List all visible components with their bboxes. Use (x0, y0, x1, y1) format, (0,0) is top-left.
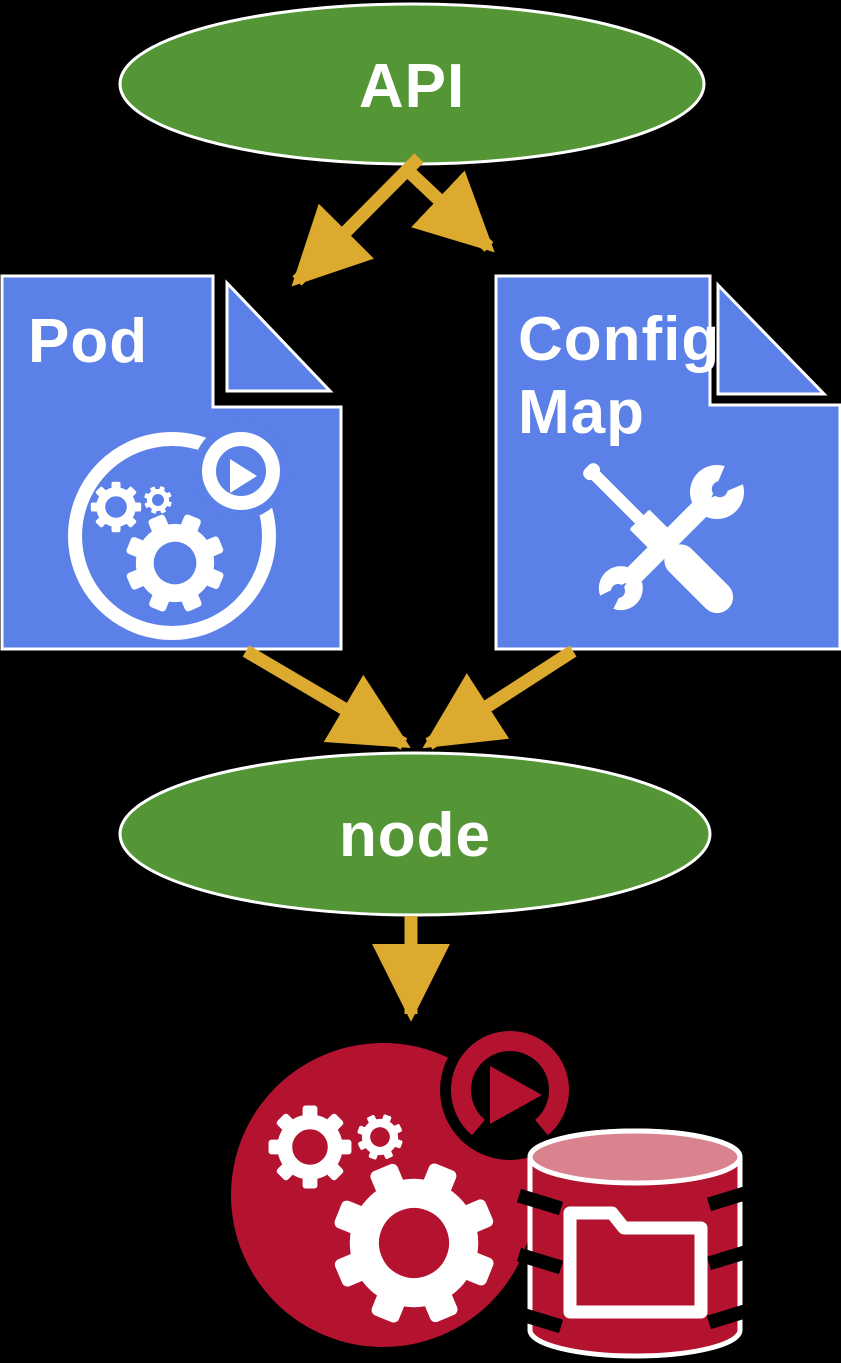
node-label: node (339, 801, 491, 870)
api-ellipse: API (118, 2, 706, 166)
workload-icon-group (231, 1020, 754, 1359)
pod-label: Pod (28, 307, 148, 376)
configmap-document: Config Map (494, 274, 841, 651)
pod-document-page (0, 274, 343, 651)
arrow-api-to-configmap (398, 161, 495, 253)
node-ellipse: node (118, 751, 712, 917)
folder-icon (563, 1206, 708, 1319)
arrow-api-to-pod (291, 153, 424, 287)
arrow-pod-to-node (242, 645, 411, 750)
database-top-disc (527, 1128, 743, 1186)
configmap-label-line2: Map (518, 378, 645, 447)
configmap-document-fold-corner (716, 281, 828, 396)
wrench-icon (586, 455, 754, 623)
play-ring (202, 432, 280, 510)
play-ring (451, 1031, 569, 1149)
api-label: API (359, 52, 465, 121)
play-icon (490, 1066, 542, 1124)
screwdriver-wrench-icon (583, 455, 754, 623)
pod-document: Pod (0, 274, 343, 651)
workload-pod-gears-play-icon (231, 1020, 580, 1349)
arrow-configmap-to-node (422, 645, 577, 750)
database-side-notches (516, 1184, 754, 1334)
pod-document-fold-corner (225, 279, 334, 393)
configmap-document-page (494, 274, 841, 651)
play-icon (230, 459, 257, 493)
configmap-label-line1: Config (518, 305, 720, 374)
database-cylinder-folder-icon (516, 1128, 754, 1359)
pod-gears-play-icon (68, 423, 289, 640)
